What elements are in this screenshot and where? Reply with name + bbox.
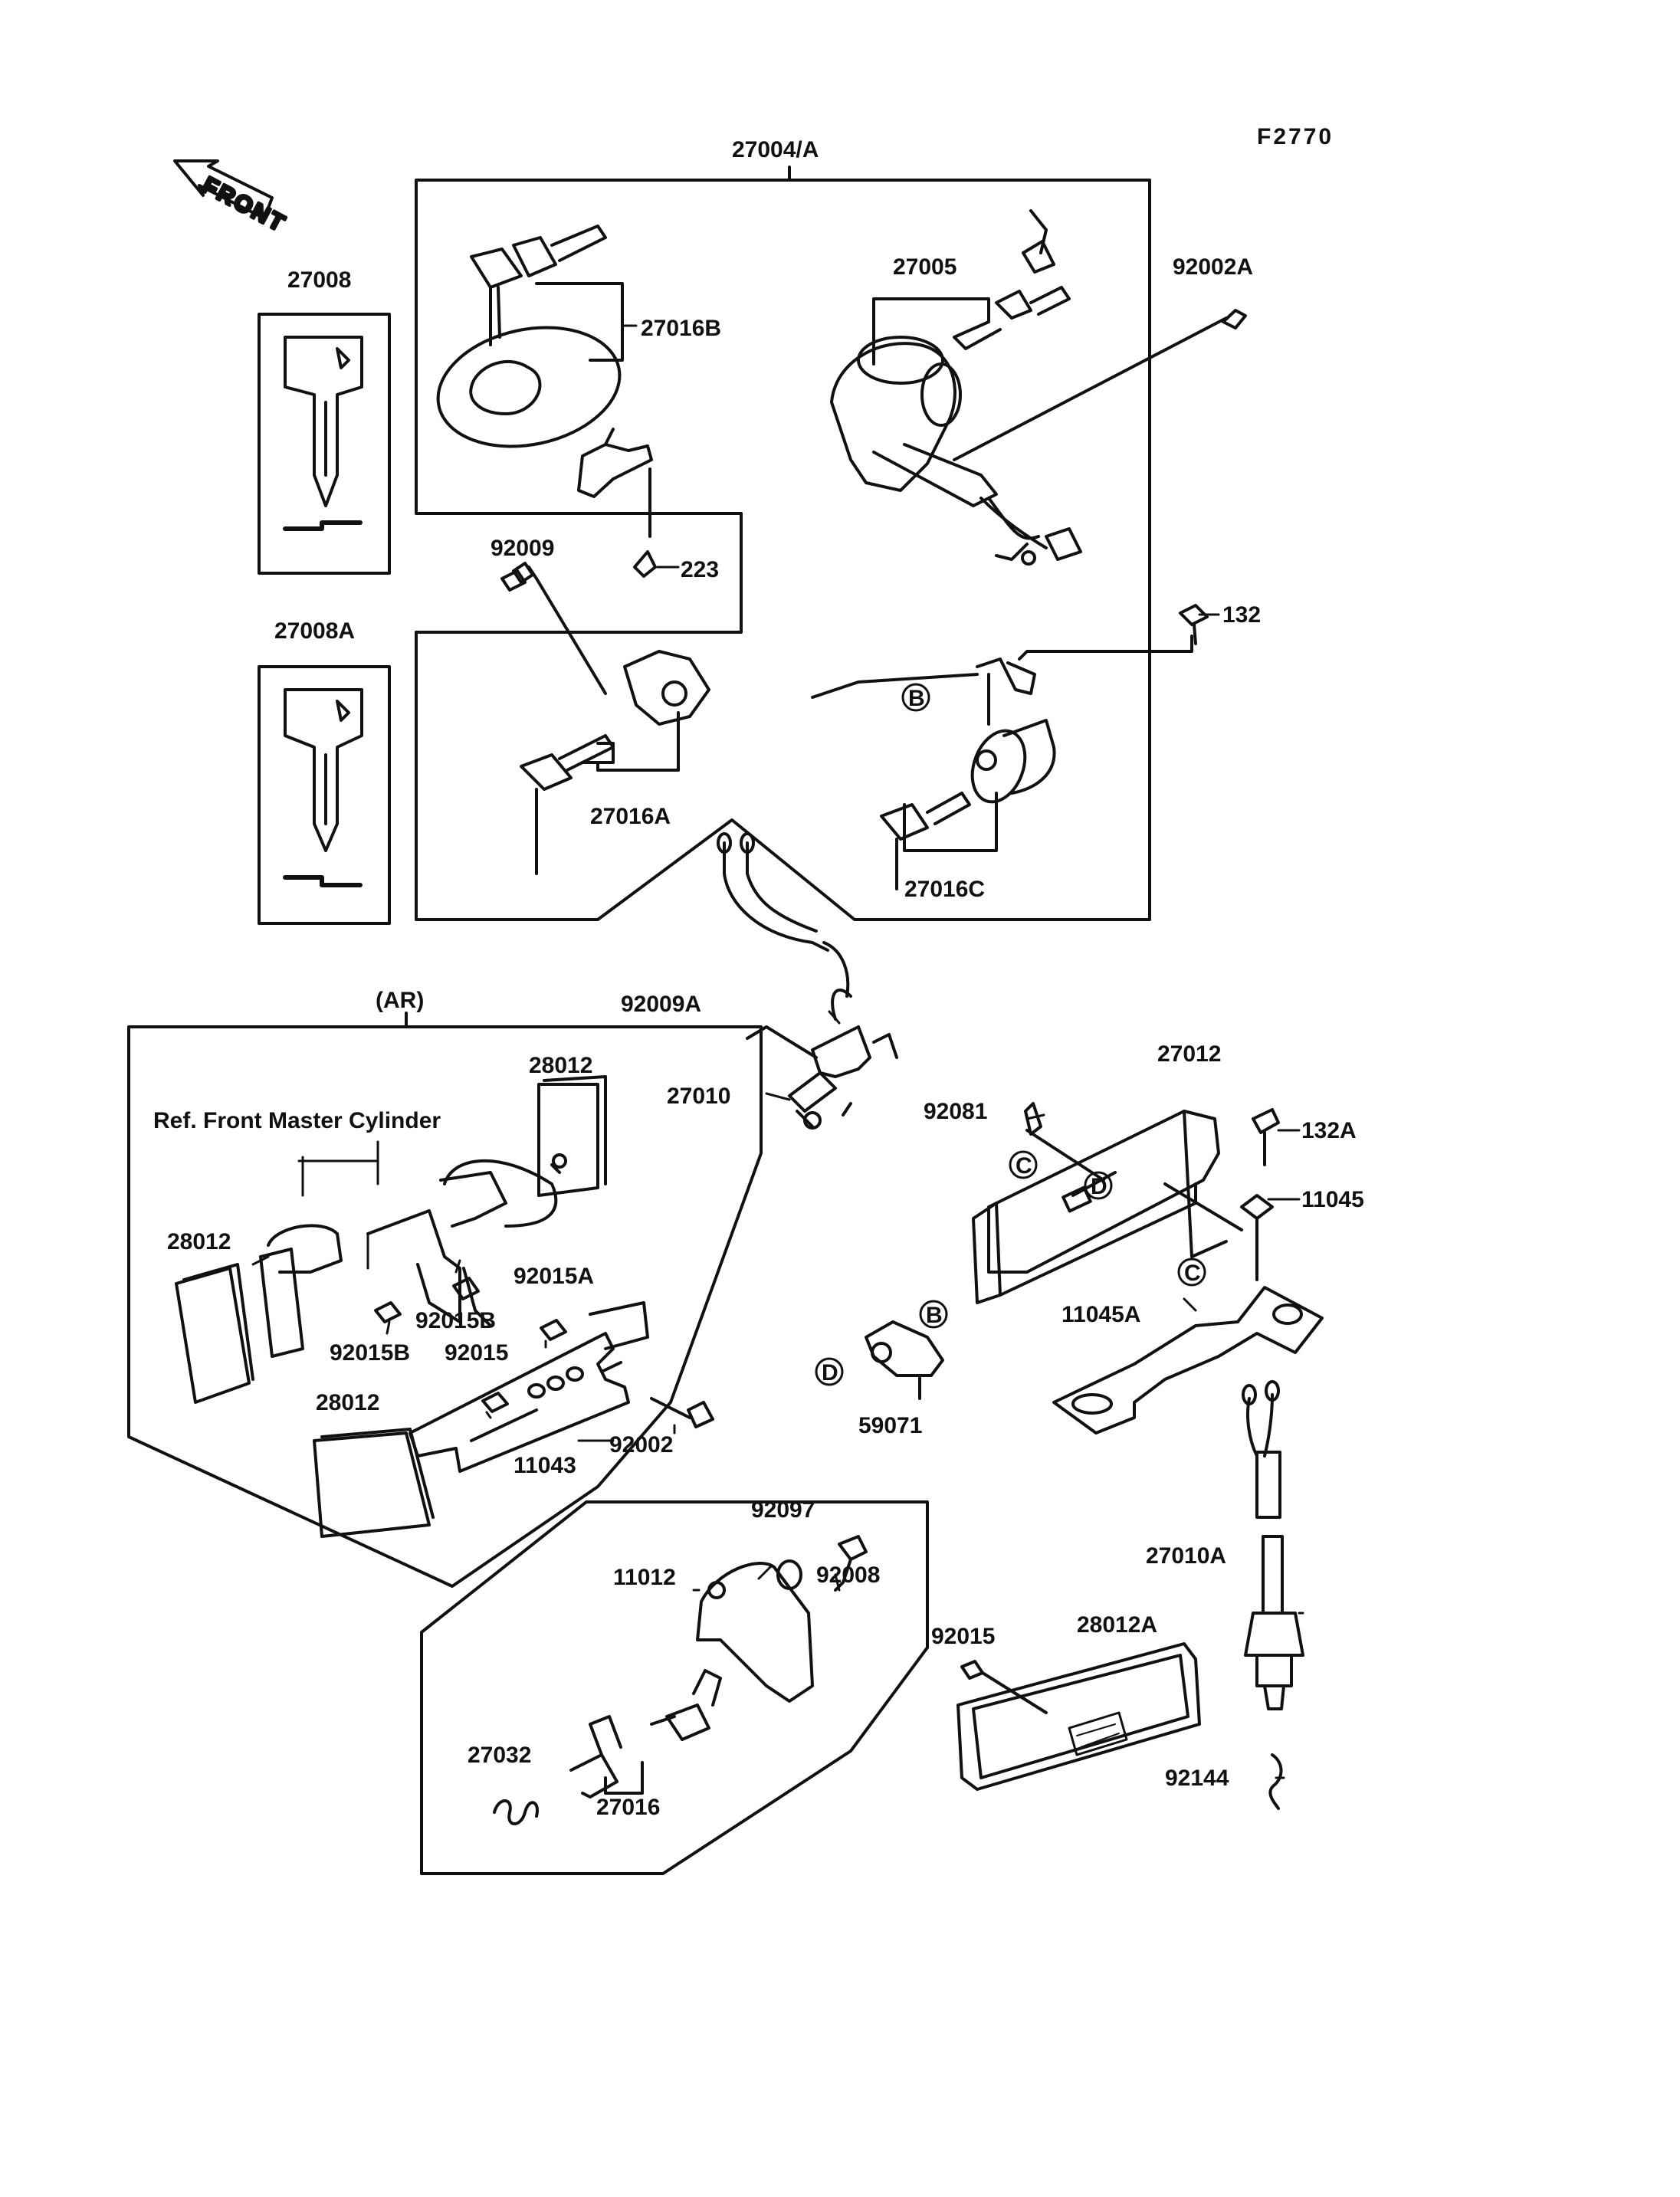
label-27016B: 27016B xyxy=(641,316,721,341)
label-92015: 92015 xyxy=(445,1340,508,1366)
label-27004A: 27004/A xyxy=(732,137,819,162)
cover-kit-outline xyxy=(420,1500,929,1875)
label-28012-bottom: 28012 xyxy=(316,1390,379,1415)
label-27016C: 27016C xyxy=(904,877,985,902)
circle-markers xyxy=(815,683,1206,1386)
ignition-switch xyxy=(830,209,1247,566)
label-27008: 27008 xyxy=(287,267,351,293)
rear-brake-switch xyxy=(1242,1380,1304,1810)
label-27005: 27005 xyxy=(893,254,956,280)
label-11045A: 11045A xyxy=(1061,1302,1140,1327)
label-92008: 92008 xyxy=(816,1562,880,1588)
cover-kit xyxy=(493,1535,868,1825)
label-27016: 27016 xyxy=(596,1795,660,1820)
label-27010A: 27010A xyxy=(1146,1543,1226,1569)
leader-lines xyxy=(251,324,1304,1779)
reflector-brackets xyxy=(175,1075,714,1538)
rear-reflector xyxy=(956,1642,1201,1791)
label-27008A: 27008A xyxy=(274,618,355,644)
marker-b-upper: B xyxy=(908,686,925,711)
helmet-lock xyxy=(811,635,1193,890)
fuel-cap-lock xyxy=(436,225,657,578)
label-28012-top: 28012 xyxy=(529,1053,592,1078)
kit-27004A-outline xyxy=(415,179,1151,921)
label-AR: (AR) xyxy=(376,988,424,1013)
key-27008 xyxy=(258,313,391,575)
marker-d-lower: D xyxy=(822,1360,838,1385)
front-arrow-label: FRONT xyxy=(199,172,290,238)
label-132A: 132A xyxy=(1301,1118,1357,1143)
marker-c-lower: C xyxy=(1184,1261,1201,1286)
label-92015A: 92015A xyxy=(514,1264,594,1289)
label-27032: 27032 xyxy=(468,1743,531,1768)
label-11045: 11045 xyxy=(1301,1187,1364,1212)
label-92002A: 92002A xyxy=(1173,254,1253,280)
rear-brake-bracket xyxy=(972,1102,1324,1435)
label-11043: 11043 xyxy=(514,1453,576,1478)
label-28012-left: 28012 xyxy=(167,1229,231,1254)
label-92009: 92009 xyxy=(491,536,554,561)
label-92015B-2: 92015B xyxy=(330,1340,410,1366)
marker-d-upper: D xyxy=(1091,1174,1107,1199)
figure-code: F2770 xyxy=(1257,124,1334,149)
front-arrow: FRONT xyxy=(173,159,292,239)
label-27010: 27010 xyxy=(667,1084,730,1109)
label-92097: 92097 xyxy=(751,1497,815,1523)
fasteners-upper xyxy=(500,569,1209,645)
ar-kit-outline xyxy=(127,1025,763,1588)
front-brake-switch xyxy=(717,832,898,1130)
label-92015-right: 92015 xyxy=(931,1624,995,1649)
label-132: 132 xyxy=(1222,602,1261,628)
label-27016A: 27016A xyxy=(590,804,671,829)
label-59071: 59071 xyxy=(858,1413,922,1438)
label-28012A: 28012A xyxy=(1077,1612,1157,1638)
label-27012: 27012 xyxy=(1157,1041,1221,1067)
label-92002: 92002 xyxy=(609,1432,673,1458)
ref-front-master-cylinder: Ref. Front Master Cylinder xyxy=(153,1108,441,1133)
label-92081: 92081 xyxy=(924,1099,987,1124)
label-92015B-1: 92015B xyxy=(415,1308,496,1333)
label-11012: 11012 xyxy=(613,1565,676,1590)
label-92144: 92144 xyxy=(1165,1766,1229,1791)
key-27008A xyxy=(258,665,391,925)
label-223: 223 xyxy=(681,557,719,582)
seat-lock xyxy=(512,562,710,875)
switch-bracket xyxy=(865,1320,944,1400)
label-92009A: 92009A xyxy=(621,992,701,1017)
marker-c-upper: C xyxy=(1016,1153,1032,1179)
marker-b-lower: B xyxy=(926,1303,943,1328)
